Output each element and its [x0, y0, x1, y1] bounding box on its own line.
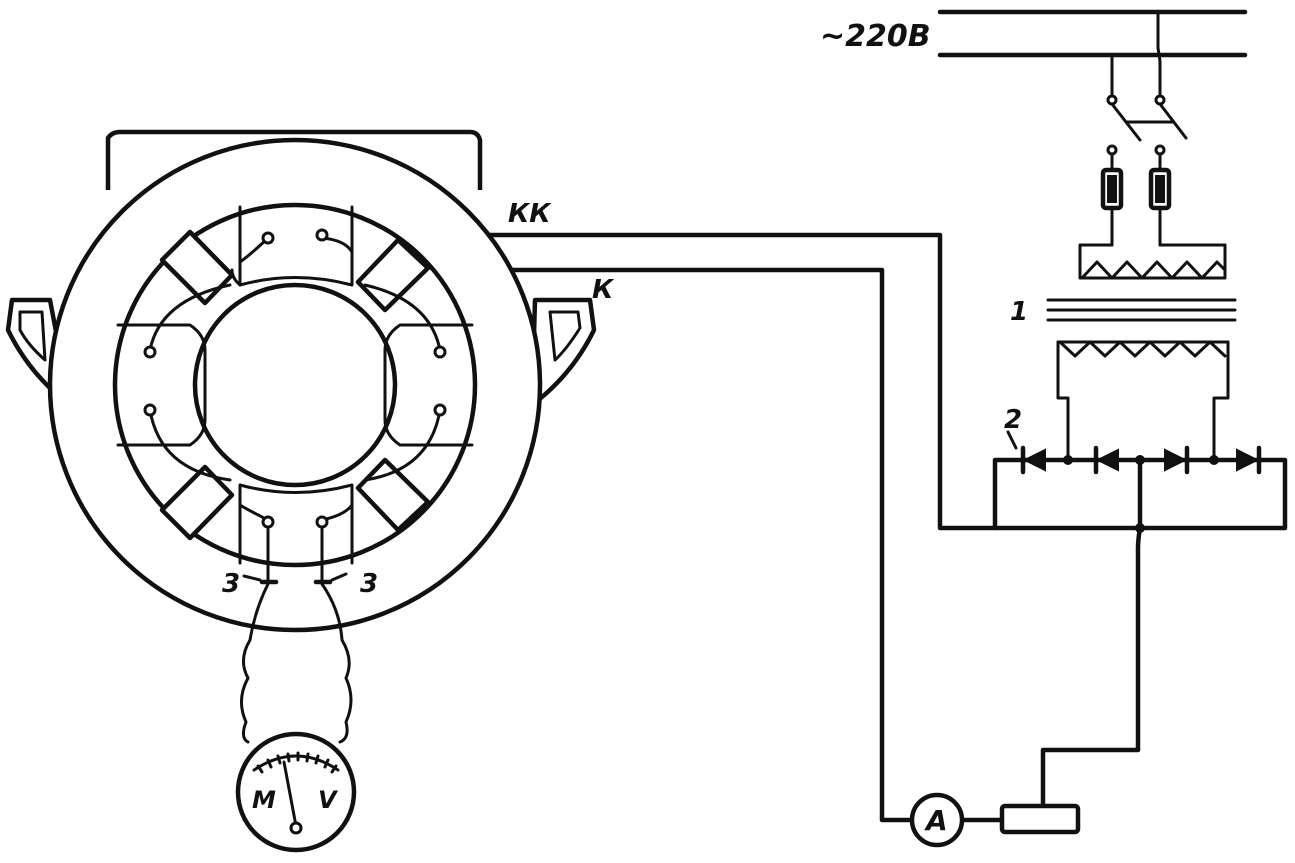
rectifier-bridge: [992, 430, 1288, 533]
supply-mains: [937, 9, 1248, 106]
coil-kk-label: КК: [508, 199, 552, 229]
rectifier-label: 2: [1004, 405, 1022, 435]
diode-3: [1164, 445, 1190, 475]
probe-right-label: 3: [360, 569, 378, 599]
transformer: [1046, 243, 1237, 460]
ammeter-label: A: [924, 804, 948, 837]
meter-right-label: V: [318, 786, 339, 814]
meter-left-label: M: [252, 786, 276, 814]
coil-k-label: К: [592, 275, 615, 305]
diode-1: [1020, 445, 1046, 475]
diode-4: [1236, 445, 1262, 475]
probe-leads: [240, 525, 353, 744]
pole-windings: [143, 228, 447, 529]
fuses: [1100, 152, 1172, 247]
ammeter: [909, 792, 965, 848]
multimeter: [235, 731, 357, 853]
supply-voltage-label: ~220В: [820, 19, 931, 54]
double-pole-switch: [1106, 102, 1188, 156]
rheostat: [999, 803, 1081, 835]
motor-stator: [5, 129, 597, 633]
probe-left-label: 3: [222, 569, 240, 599]
diode-2: [1093, 445, 1119, 475]
transformer-label: 1: [1010, 297, 1028, 327]
